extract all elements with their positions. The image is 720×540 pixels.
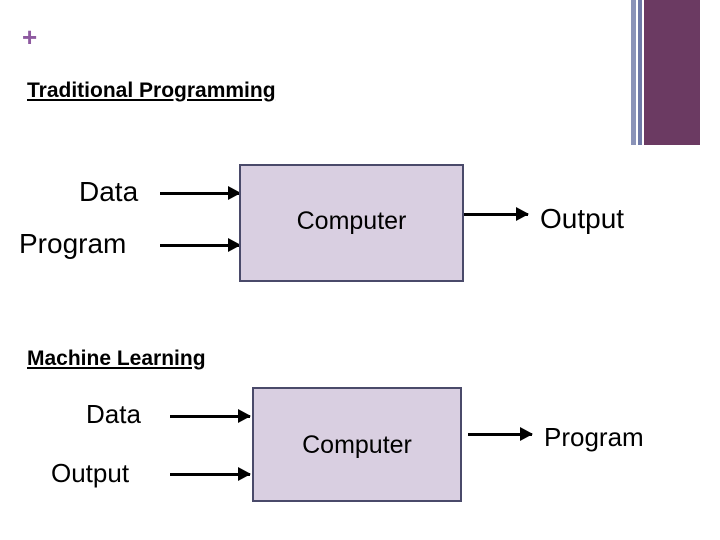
arrow-output-to-computer-ml — [170, 467, 251, 481]
arrow-computer-to-output-traditional — [464, 207, 529, 221]
ml-computer-label: Computer — [302, 431, 412, 459]
arrow-data-to-computer-traditional — [160, 186, 241, 200]
arrow-data-to-computer-ml — [170, 409, 251, 423]
decorative-bar-blue — [638, 0, 642, 145]
traditional-output-label: Output — [540, 203, 625, 234]
traditional-computer-box: Computer — [239, 164, 464, 282]
ml-computer-box: Computer — [252, 387, 462, 502]
ml-output-program-label: Program — [544, 422, 644, 452]
plus-icon: + — [22, 22, 38, 52]
ml-input-output-label: Output — [51, 458, 130, 488]
section-title-machine-learning: Machine Learning — [27, 347, 206, 370]
arrow-program-to-computer-traditional — [160, 238, 241, 252]
section-title-traditional-programming: Traditional Programming — [27, 79, 276, 102]
decorative-bar-light-blue — [631, 0, 636, 145]
traditional-input-data-label: Data — [79, 176, 139, 207]
traditional-input-program-label: Program — [19, 228, 127, 259]
traditional-computer-label: Computer — [296, 207, 407, 235]
decorative-bar-purple — [644, 0, 700, 145]
ml-input-data-label: Data — [86, 399, 141, 429]
arrow-computer-to-program-ml — [468, 427, 533, 441]
